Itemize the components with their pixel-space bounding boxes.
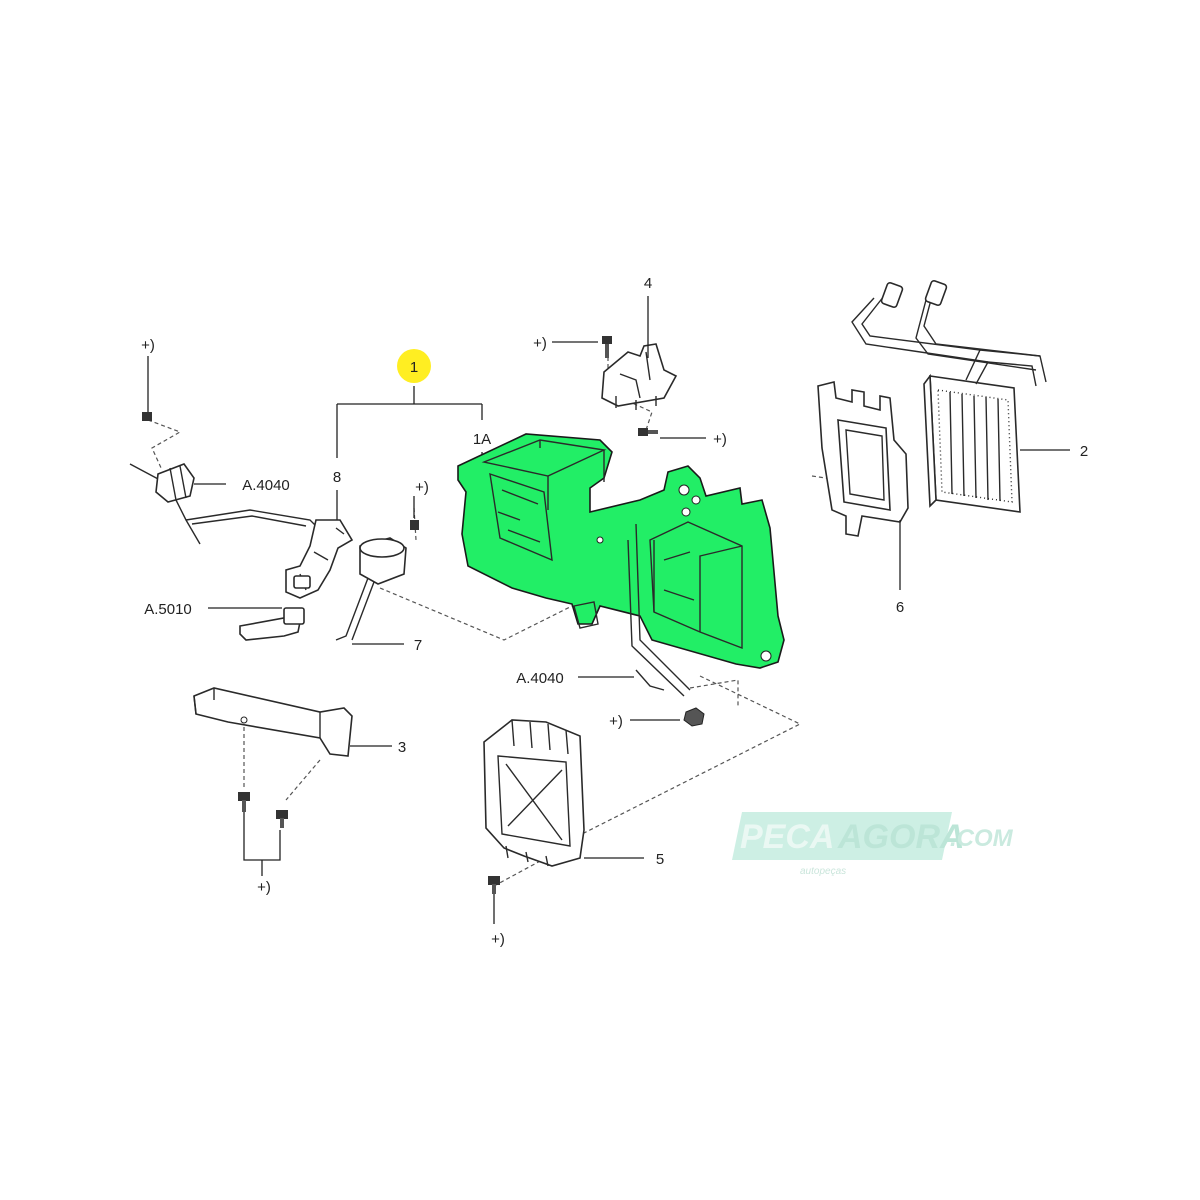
label-part-3: 3 (398, 739, 406, 756)
label-part-4: 4 (644, 275, 652, 292)
screw (276, 810, 288, 828)
cover-plate-5: 5 +) (483, 719, 664, 948)
watermark: PECA AGORA .COM autopeças (732, 812, 1014, 877)
label-part-7: 7 (414, 637, 422, 654)
fastener-label-2: +) (713, 431, 727, 448)
ref-a4040-top: A.4040 (242, 477, 290, 494)
screw (410, 520, 419, 530)
vacuum-harness-8 (285, 519, 354, 599)
duct-3: 3 +) (193, 687, 406, 896)
actuator-7: 7 +) (335, 479, 429, 654)
heater-core-2: 2 (851, 279, 1088, 513)
screw (602, 336, 612, 358)
label-part-5: 5 (656, 851, 664, 868)
callout-marker (397, 349, 431, 383)
label-part-1a: 1A (473, 431, 491, 448)
hose-a4040-lower: A.4040 +) (516, 669, 705, 730)
screw (238, 792, 250, 812)
fastener-label-4: +) (415, 479, 429, 496)
label-part-1: 1 (410, 359, 418, 376)
connector-a5010: A.5010 (144, 601, 305, 641)
screw (488, 876, 500, 894)
fastener-label-5: +) (257, 879, 271, 896)
vacuum-actuator-a4040: +) A.4040 (129, 337, 321, 545)
ref-a4040-bottom: A.4040 (516, 670, 564, 687)
fastener-label-6: +) (609, 713, 623, 730)
fastener-label-7: +) (491, 931, 505, 948)
screw (638, 428, 658, 436)
label-part-2: 2 (1080, 443, 1088, 460)
label-part-8: 8 (333, 469, 341, 486)
label-part-6: 6 (896, 599, 904, 616)
watermark-suffix: .COM (950, 825, 1014, 852)
screw (142, 412, 152, 421)
ref-a5010: A.5010 (144, 601, 192, 618)
watermark-brand-right: AGORA (837, 818, 965, 856)
watermark-brand-left: PECA (740, 818, 834, 856)
actuator-bracket-4: 4 +) +) (533, 275, 727, 448)
nut (683, 707, 705, 727)
watermark-tagline: autopeças (800, 866, 846, 877)
fastener-label-3: +) (141, 337, 155, 354)
seal-frame-6: 6 (817, 381, 909, 616)
fastener-label-1: +) (533, 335, 547, 352)
heater-case-1a (457, 433, 785, 697)
